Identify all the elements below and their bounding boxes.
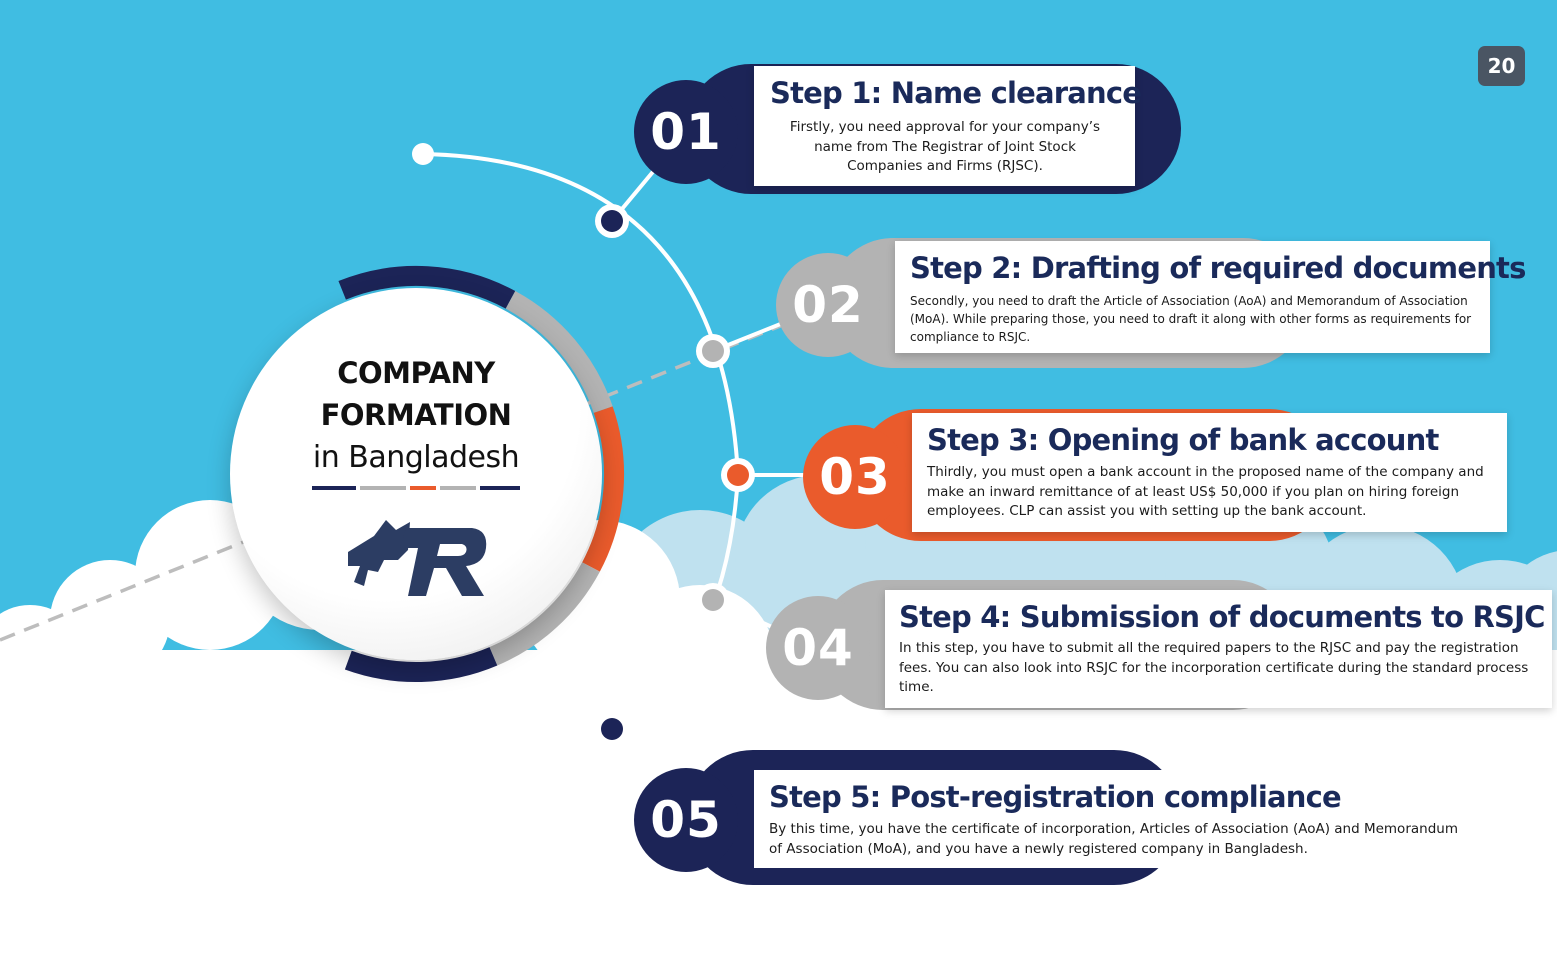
curve-node-02: [696, 334, 730, 368]
hub-title-line2: FORMATION: [320, 398, 512, 432]
curve-node-04: [696, 583, 730, 617]
hub-ring-gray-upper: [505, 291, 613, 413]
step-02-description: Secondly, you need to draft the Article …: [910, 294, 1472, 344]
step-01-card: Step 1: Name clearance Firstly, you need…: [754, 66, 1142, 186]
hub-divider-navy-right: [480, 486, 520, 490]
curve-start-dot: [412, 143, 434, 165]
step-04-number-badge: 04: [766, 596, 870, 700]
step-01-title: Step 1: Name clearance: [770, 76, 1142, 110]
step-05-number-badge: 05: [634, 768, 738, 872]
step-02-number-badge: 02: [776, 253, 880, 357]
hub-title-line1: COMPANY: [337, 356, 495, 390]
hub-divider-orange: [410, 486, 436, 490]
curve-node-03: [721, 458, 755, 492]
page-number-badge: 20: [1478, 46, 1525, 86]
hub-ring-gray-lower: [489, 562, 600, 666]
step-05-card: Step 5: Post-registration compliance By …: [754, 770, 1476, 868]
hub-divider-navy-left: [312, 486, 356, 490]
step-04-title: Step 4: Submission of documents to RSJC: [899, 600, 1545, 634]
step-04-card: Step 4: Submission of documents to RSJC …: [885, 590, 1552, 708]
hub-circle: COMPANY FORMATION in Bangladesh TR: [230, 288, 602, 660]
hub-divider-gray-left: [360, 486, 406, 490]
step-03-title: Step 3: Opening of bank account: [927, 423, 1439, 457]
hub-subtitle: in Bangladesh: [312, 440, 520, 475]
curve-end-dot: [412, 779, 434, 801]
step-02-card: Step 2: Drafting of required documents S…: [895, 241, 1526, 353]
step-03-number-badge: 03: [803, 425, 907, 529]
hub-ring-orange: [582, 406, 625, 572]
hub-divider-gray-right: [440, 486, 476, 490]
step-02-title: Step 2: Drafting of required documents: [910, 251, 1526, 285]
tiger-logo-icon: [348, 520, 487, 596]
step-01-description: Firstly, you need approval for your comp…: [789, 119, 1101, 175]
hub-ring-top-navy: [338, 266, 516, 309]
step-01-number-badge: 01: [634, 80, 738, 184]
step-05-description: By this time, you have the certificate o…: [769, 821, 1458, 857]
hub-ring: [338, 266, 625, 683]
step-05-title: Step 5: Post-registration compliance: [769, 780, 1342, 814]
curve-node-01: [595, 204, 629, 238]
step-04-description: In this step, you have to submit all the…: [899, 640, 1529, 696]
curve-node-05: [595, 712, 629, 746]
step-03-card: Step 3: Opening of bank account Thirdly,…: [912, 413, 1507, 532]
step-03-description: Thirdly, you must open a bank account in…: [927, 464, 1484, 520]
hub-ring-bottom-navy: [344, 647, 498, 683]
